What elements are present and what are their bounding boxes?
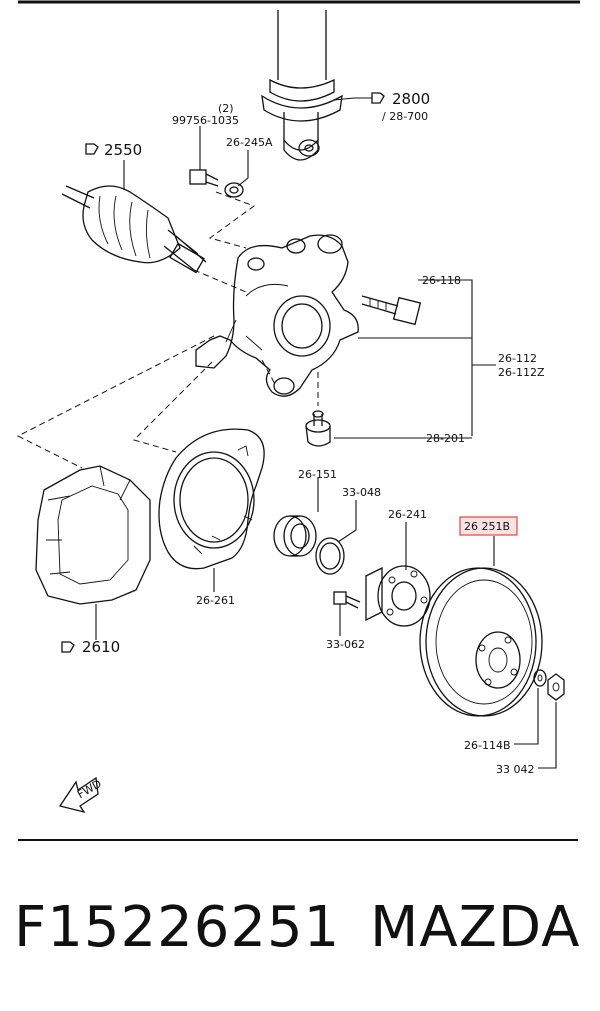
part-number: F15226251	[14, 895, 341, 960]
label-33-062[interactable]: 33-062	[326, 638, 365, 651]
label-33-042[interactable]: 33 042	[496, 763, 535, 776]
bolt-and-washer-drawing	[189, 169, 244, 198]
label-26-241[interactable]: 26-241	[388, 508, 427, 521]
label-2550[interactable]: 2550	[104, 141, 142, 159]
fwd-label: FWD	[75, 777, 104, 801]
label-28-700[interactable]: / 28-700	[382, 110, 428, 123]
wheel-hub-drawing	[365, 565, 431, 627]
hub-bolt-drawing	[333, 591, 361, 609]
label-26-118[interactable]: 26-118	[422, 274, 461, 287]
label-26-251b[interactable]: 26 251B	[464, 520, 510, 533]
brake-caliper-drawing	[35, 465, 151, 605]
brand-name: MAZDA	[370, 895, 581, 960]
strut-drawing	[261, 10, 343, 161]
dust-shield-drawing	[158, 428, 265, 570]
wheel-bearing-drawing	[273, 515, 317, 557]
highlight-box	[459, 516, 518, 536]
brake-disc-drawing	[419, 567, 543, 717]
label-qty-2: (2)	[218, 102, 234, 115]
label-99756-1035[interactable]: 99756-1035	[172, 114, 239, 127]
assembly-dashed-lines	[16, 191, 319, 469]
leader-lines	[95, 97, 557, 769]
label-2800[interactable]: 2800	[392, 90, 430, 108]
forward-arrow-icon: FWD	[58, 776, 104, 814]
washer-and-nut-drawing	[533, 669, 565, 701]
label-26-245a[interactable]: 26-245A	[226, 136, 273, 149]
drive-shaft-drawing	[61, 185, 207, 274]
label-26-112z[interactable]: 26-112Z	[498, 366, 545, 379]
label-28-201[interactable]: 28-201	[426, 432, 465, 445]
snap-ring-drawing	[315, 537, 345, 575]
label-26-261[interactable]: 26-261	[196, 594, 235, 607]
knuckle-bolt-drawing	[361, 295, 422, 326]
label-2610[interactable]: 2610	[82, 638, 120, 656]
label-33-048[interactable]: 33-048	[342, 486, 381, 499]
steering-knuckle-drawing	[195, 234, 359, 397]
bushing-drawing	[305, 410, 331, 447]
label-26-112[interactable]: 26-112	[498, 352, 537, 365]
ref-symbols	[61, 92, 385, 653]
footer: F15226251 MAZDA	[14, 895, 594, 975]
label-26-114b[interactable]: 26-114B	[464, 739, 511, 752]
label-26-151[interactable]: 26-151	[298, 468, 337, 481]
